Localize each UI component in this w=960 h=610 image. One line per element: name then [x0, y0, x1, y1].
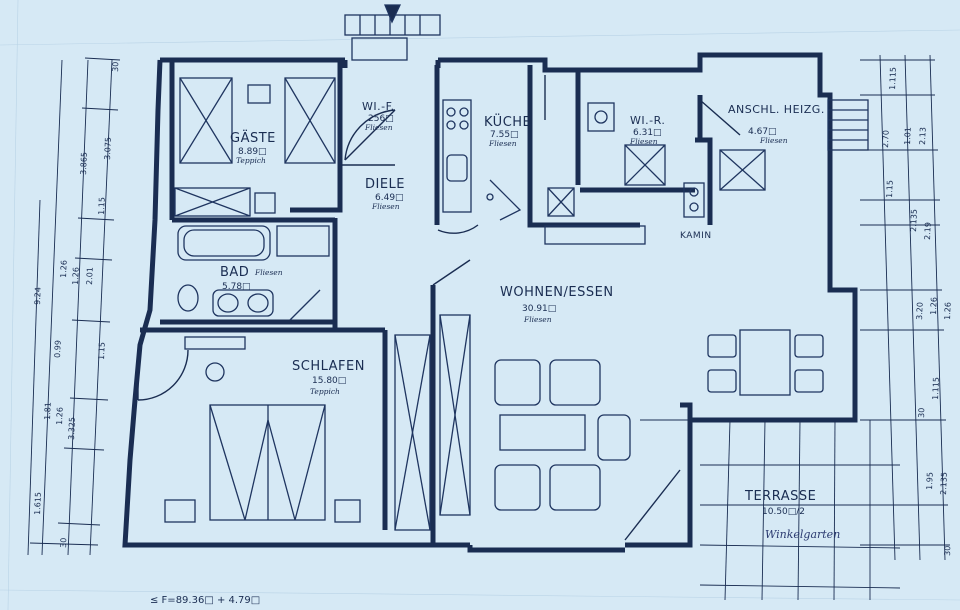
- dim-label: 1.26: [943, 302, 953, 320]
- room-floor: Teppich: [310, 387, 340, 396]
- dim-label: 1.26: [71, 267, 81, 285]
- room-area: 4.67□: [748, 127, 777, 137]
- dim-label: 1.115: [888, 67, 898, 90]
- dim-label: 3.865: [79, 152, 89, 175]
- kamin-label: KAMIN: [680, 231, 712, 241]
- room-name: TERRASSE: [744, 489, 816, 504]
- dim-label: 0.99: [53, 340, 63, 358]
- room-name: DIELE: [365, 177, 405, 192]
- room-name: WI.-F.: [362, 100, 395, 113]
- dim-label: 30: [59, 538, 68, 548]
- terrace-paving: [640, 419, 901, 601]
- dim-label: 2.70: [881, 130, 891, 148]
- dim-label: 1.26: [929, 297, 939, 315]
- dim-label: 2.13: [918, 127, 928, 145]
- right-dimension-labels: 1.115 1.01 2.13 2.70 1.15 2.135 2.19 3.2…: [881, 67, 953, 556]
- room-name: WOHNEN/ESSEN: [500, 285, 614, 300]
- dim-label: 1.115: [931, 377, 941, 400]
- dim-label: 1.26: [59, 260, 69, 278]
- room-name: WI.-R.: [630, 114, 665, 127]
- right-dimension-chain: [860, 54, 950, 561]
- dim-label: 1.615: [33, 492, 43, 515]
- room-terrasse: TERRASSE 10.50□/2: [744, 489, 816, 517]
- dim-label: 9.24: [33, 287, 43, 305]
- entrance-steps: [344, 4, 441, 61]
- dim-label: 30: [111, 62, 120, 72]
- dim-label: 1.26: [55, 407, 65, 425]
- room-wohnen-essen: WOHNEN/ESSEN 30.91□ Fliesen: [500, 285, 614, 324]
- room-floor: Teppich: [236, 156, 266, 165]
- dim-label: 1.15: [97, 342, 107, 360]
- dim-label: 3.075: [103, 137, 113, 160]
- bathroom-fixtures: [177, 225, 330, 321]
- guest-room-furniture: [174, 77, 336, 217]
- area-sum-label: ≤ F=89.36□ + 4.79□: [150, 595, 260, 606]
- room-area: 7.55□: [490, 130, 519, 140]
- left-dimension-chain: [27, 57, 121, 556]
- room-schlafen: SCHLAFEN 15.80□ Teppich: [292, 359, 365, 396]
- dim-label: 3.325: [67, 417, 77, 440]
- room-wi-r: WI.-R. 6.31□ Fliesen: [629, 114, 665, 146]
- handwritten-note: Winkelgarten: [765, 528, 840, 541]
- room-diele: DIELE 6.49□ Fliesen: [365, 177, 405, 211]
- room-area: 15.80□: [312, 376, 346, 386]
- dim-label: 1.01: [903, 127, 913, 145]
- room-kueche: KÜCHE 7.55□ Fliesen: [484, 113, 531, 148]
- left-dimension-labels: 30 3.075 3.865 1.15 9.24 1.26 1.26 2.01 …: [33, 62, 120, 548]
- room-name: KÜCHE: [484, 113, 531, 130]
- dim-label: 1.15: [97, 197, 107, 215]
- kitchen-fixtures: [442, 99, 522, 221]
- door-swings: [137, 75, 741, 541]
- room-gaeste: GÄSTE 8.89□ Teppich: [230, 130, 276, 165]
- room-wi-f: WI.-F. 256□ Fliesen: [362, 100, 395, 132]
- dim-label: 3.20: [915, 302, 925, 320]
- room-name: SCHLAFEN: [292, 359, 365, 374]
- dim-label: 30: [943, 546, 952, 556]
- room-area: 8.89□: [238, 147, 267, 157]
- dim-label: 2.135: [909, 209, 919, 232]
- room-name: ANSCHL. HEIZG.: [728, 103, 825, 116]
- room-floor: Fliesen: [759, 136, 788, 145]
- bedroom-furniture: [164, 334, 431, 531]
- room-bad: BAD Fliesen 5.78□: [220, 265, 283, 292]
- room-area: 5.78□: [222, 282, 251, 292]
- room-floor: Fliesen: [523, 315, 552, 324]
- room-floor: Fliesen: [254, 268, 283, 277]
- room-floor: Fliesen: [371, 202, 400, 211]
- interior-walls: [140, 62, 713, 545]
- dim-label: 1.81: [43, 402, 53, 420]
- room-name: GÄSTE: [230, 130, 276, 146]
- room-name: BAD: [220, 265, 249, 280]
- dim-label: 2.19: [923, 222, 933, 240]
- dim-label: 30: [917, 408, 926, 418]
- dim-label: 2.135: [939, 472, 949, 495]
- room-heizg: ANSCHL. HEIZG. 4.67□ Fliesen: [728, 103, 825, 145]
- room-area: 6.31□: [633, 128, 662, 138]
- room-area: 10.50□/2: [762, 507, 805, 517]
- room-area: 6.49□: [375, 193, 404, 203]
- living-room-furniture: [439, 314, 824, 516]
- room-floor: Fliesen: [364, 123, 393, 132]
- room-area: 30.91□: [522, 304, 556, 314]
- room-floor: Fliesen: [629, 137, 658, 146]
- room-floor: Fliesen: [488, 139, 517, 148]
- room-area: 256□: [368, 114, 394, 124]
- dim-label: 1.95: [925, 472, 935, 490]
- dim-label: 1.15: [885, 180, 895, 198]
- cellar-stairs: [827, 99, 869, 151]
- dim-label: 2.01: [85, 267, 95, 285]
- utility-fixtures: [544, 102, 766, 245]
